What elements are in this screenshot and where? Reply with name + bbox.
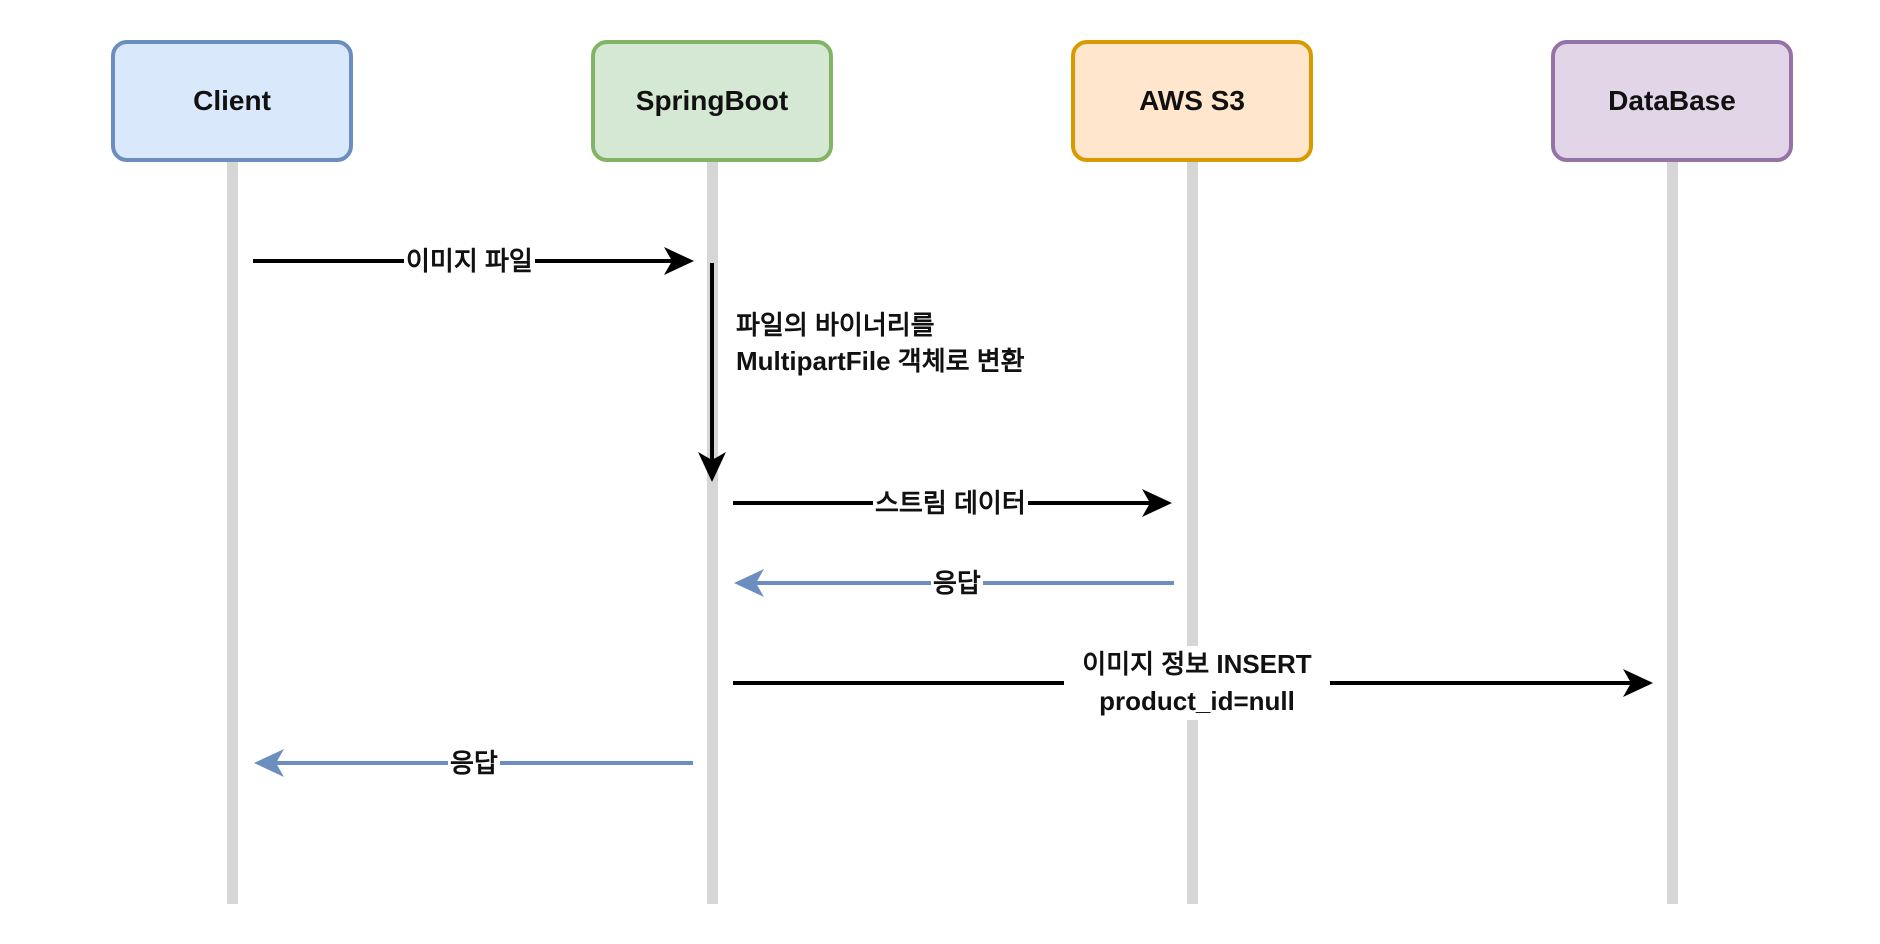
lifeline-database <box>1667 160 1678 904</box>
message-label-m5-line2: product_id=null <box>1099 686 1295 716</box>
message-label-m4: 응답 <box>931 565 983 601</box>
message-label-m5: 이미지 정보 INSERT product_id=null <box>1064 646 1330 720</box>
message-label-m3: 스트림 데이터 <box>873 485 1028 521</box>
message-label-m2-line1: 파일의 바이너리를 <box>736 310 935 340</box>
participant-client: Client <box>111 40 353 162</box>
message-label-m2-line2: MultipartFile 객체로 변환 <box>736 346 1025 376</box>
participant-springboot: SpringBoot <box>591 40 833 162</box>
participant-aws-s3: AWS S3 <box>1071 40 1313 162</box>
lifeline-aws-s3 <box>1187 160 1198 904</box>
message-label-m1: 이미지 파일 <box>404 243 535 279</box>
message-label-m5-line1: 이미지 정보 INSERT <box>1082 649 1312 679</box>
lifeline-client <box>227 160 238 904</box>
message-arrow-m2 <box>698 263 726 482</box>
lifeline-springboot <box>707 160 718 904</box>
message-label-m6: 응답 <box>448 745 500 781</box>
participant-database: DataBase <box>1551 40 1793 162</box>
